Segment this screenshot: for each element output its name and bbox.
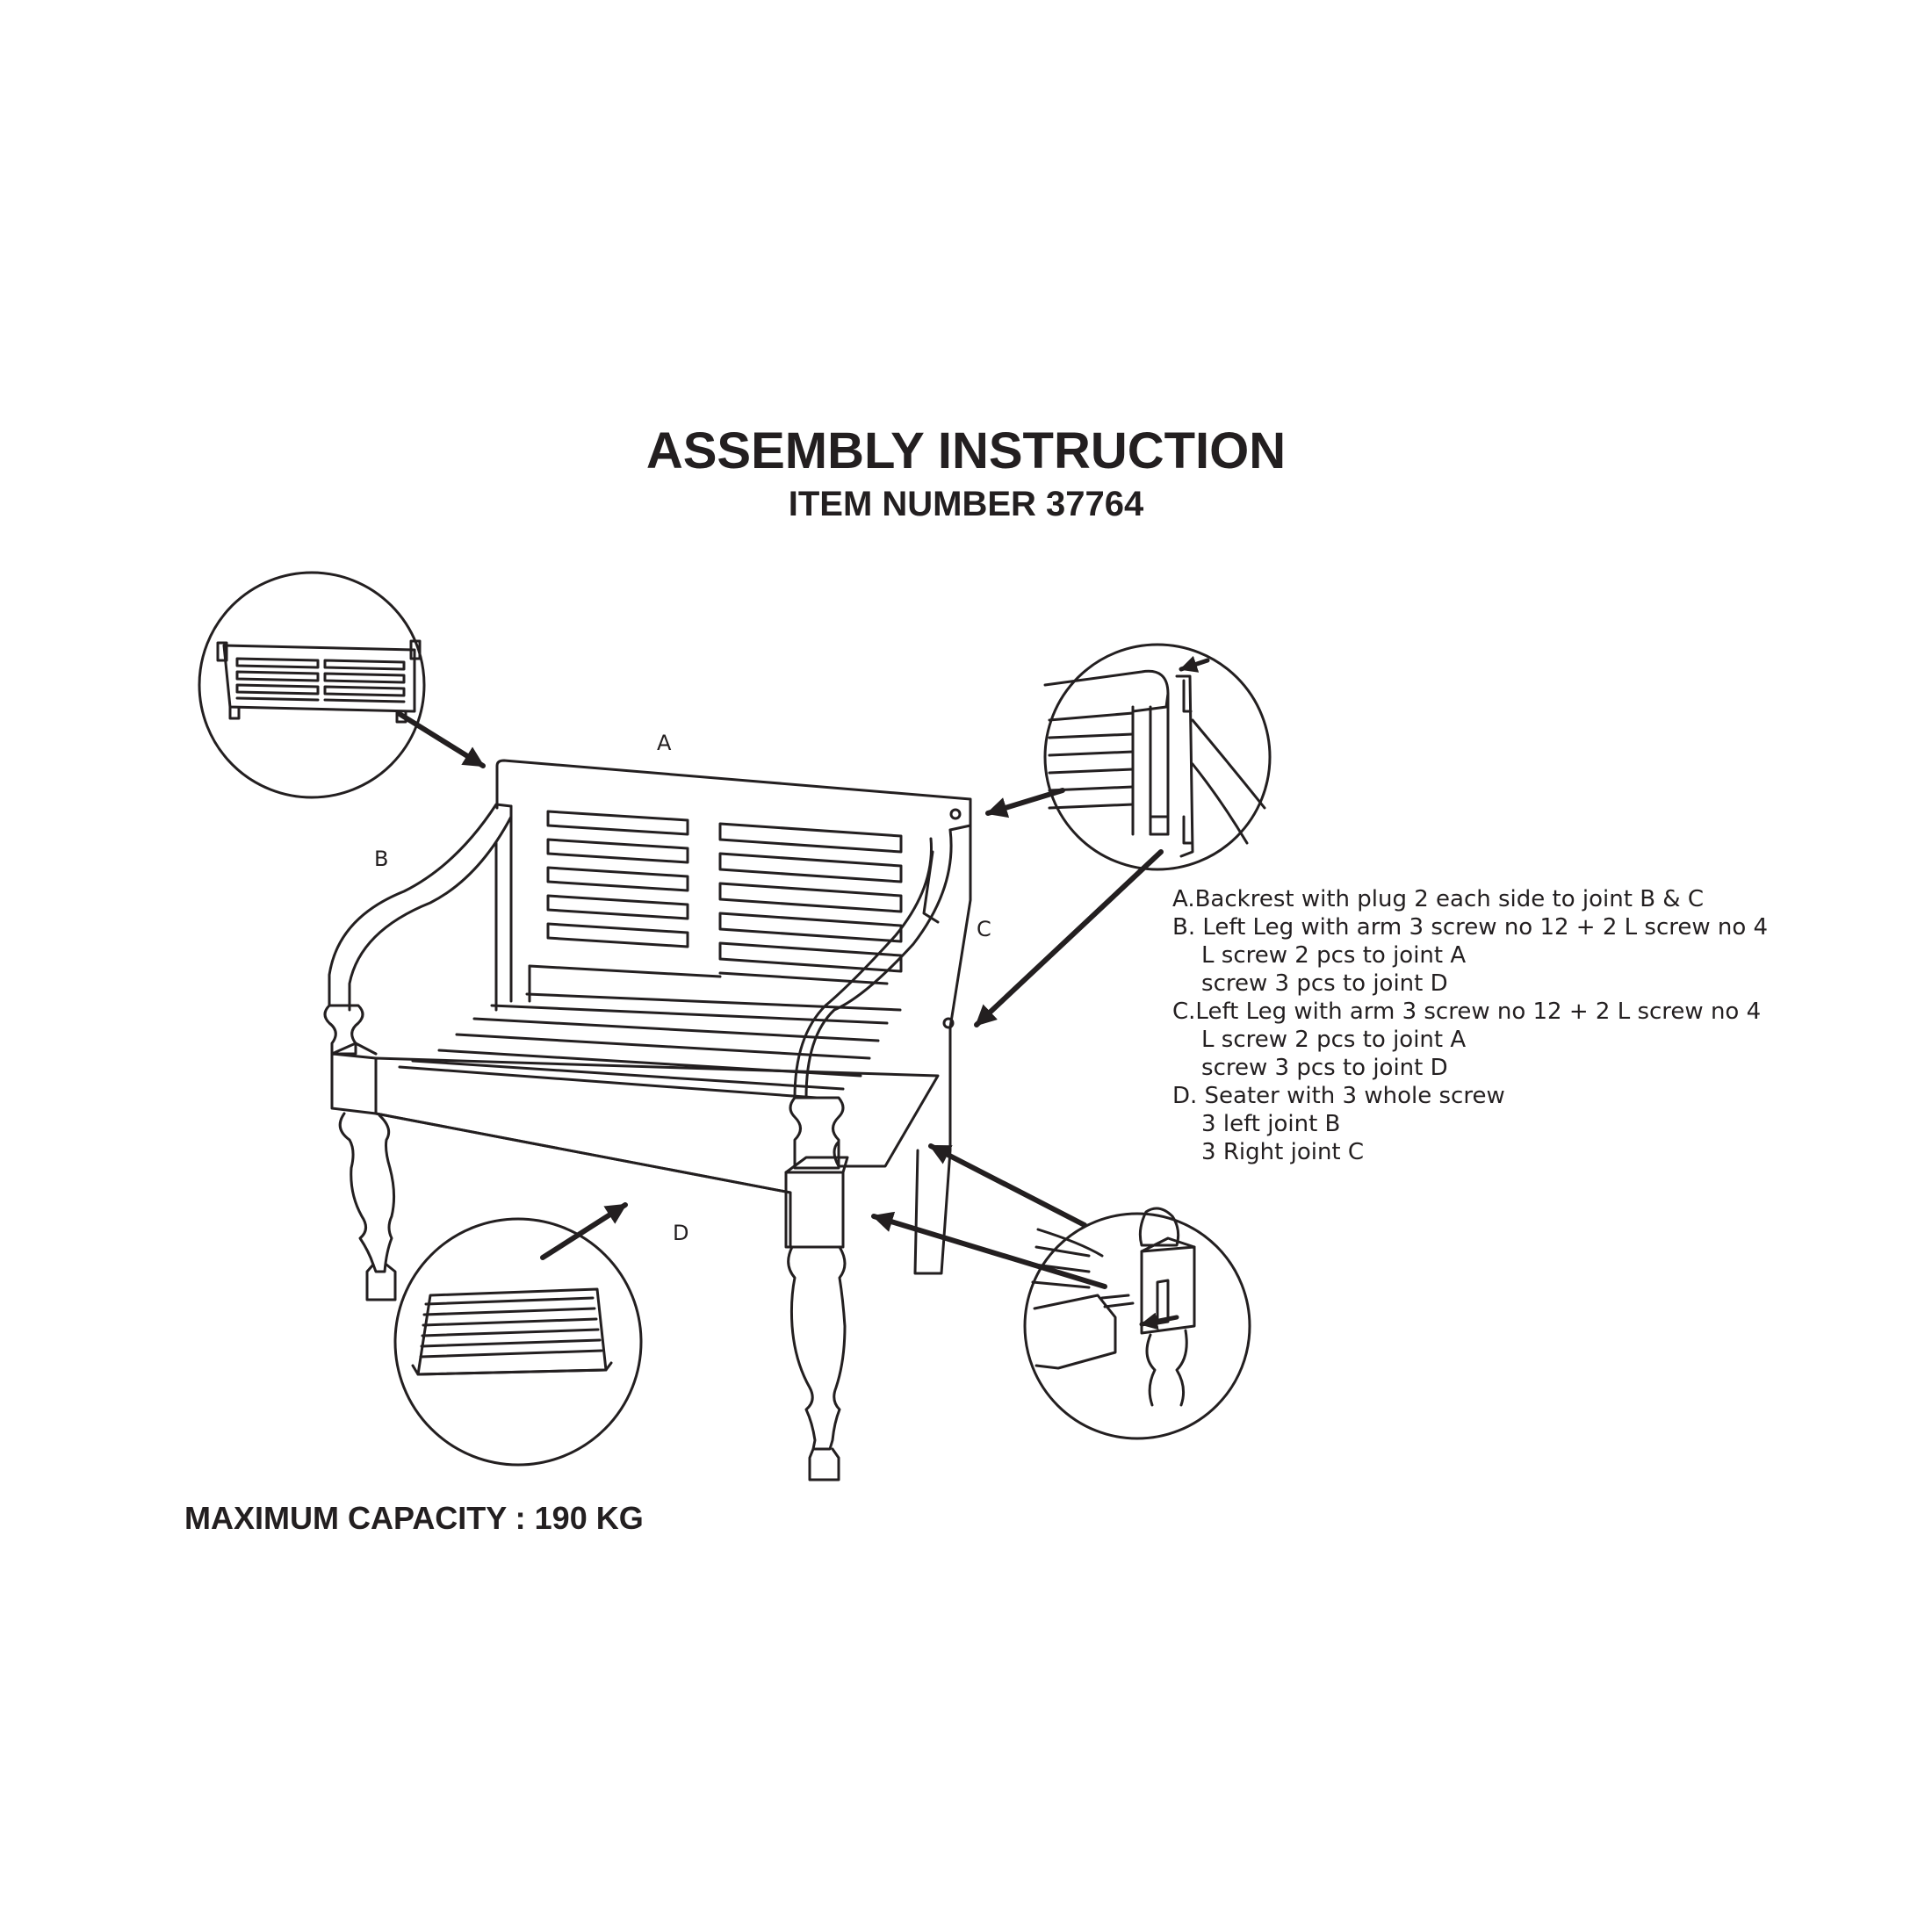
bench-drawing — [323, 759, 972, 1481]
seat-frame — [374, 1056, 940, 1194]
arrow-joint-c — [928, 1143, 1087, 1228]
maximum-capacity: MAXIMUM CAPACITY : 190 KG — [184, 1500, 644, 1536]
arrow-joint-d — [871, 1211, 1107, 1289]
detail-seat — [393, 1217, 643, 1467]
left-arm — [328, 803, 513, 1007]
label-a: A — [657, 731, 672, 755]
label-d: D — [673, 1221, 689, 1245]
instruction-line: L screw 2 pcs to joint A — [1172, 1027, 1467, 1053]
label-c: C — [977, 917, 991, 941]
instruction-line: screw 3 pcs to joint D — [1172, 970, 1448, 997]
arrow-joint-d-small — [1139, 1312, 1179, 1330]
backrest — [495, 759, 972, 832]
instruction-line: D. Seater with 3 whole screw — [1172, 1083, 1505, 1109]
right-arm — [804, 828, 953, 1099]
instruction-line: B. Left Leg with arm 3 screw no 12 + 2 L… — [1172, 914, 1769, 941]
instruction-line: L screw 2 pcs to joint A — [1172, 942, 1467, 969]
instruction-line: C.Left Leg with arm 3 screw no 12 + 2 L … — [1172, 998, 1762, 1025]
instruction-line: screw 3 pcs to joint D — [1172, 1055, 1448, 1081]
item-number: ITEM NUMBER 37764 — [788, 485, 1144, 523]
seat-slats — [398, 992, 902, 1099]
instruction-list: A.Backrest with plug 2 each side to join… — [1172, 885, 1805, 1166]
arrow-joint-a-small — [1179, 655, 1210, 673]
arrow-backrest — [397, 711, 486, 768]
page-title: ASSEMBLY INSTRUCTION — [645, 422, 1287, 479]
detail-joint-a — [1043, 643, 1272, 871]
detail-backrest — [198, 571, 426, 799]
detail-joint-d — [1023, 1207, 1251, 1440]
arrow-joint-b — [974, 849, 1164, 1027]
label-b: B — [374, 847, 389, 871]
backrest-slots-left — [546, 810, 689, 948]
backrest-slots-right — [718, 822, 903, 985]
arrow-seat — [540, 1202, 628, 1260]
instruction-line: A.Backrest with plug 2 each side to join… — [1172, 886, 1704, 912]
instruction-line: 3 left joint B — [1172, 1111, 1341, 1137]
arrow-joint-a — [985, 788, 1065, 818]
instruction-line: 3 Right joint C — [1172, 1139, 1365, 1165]
